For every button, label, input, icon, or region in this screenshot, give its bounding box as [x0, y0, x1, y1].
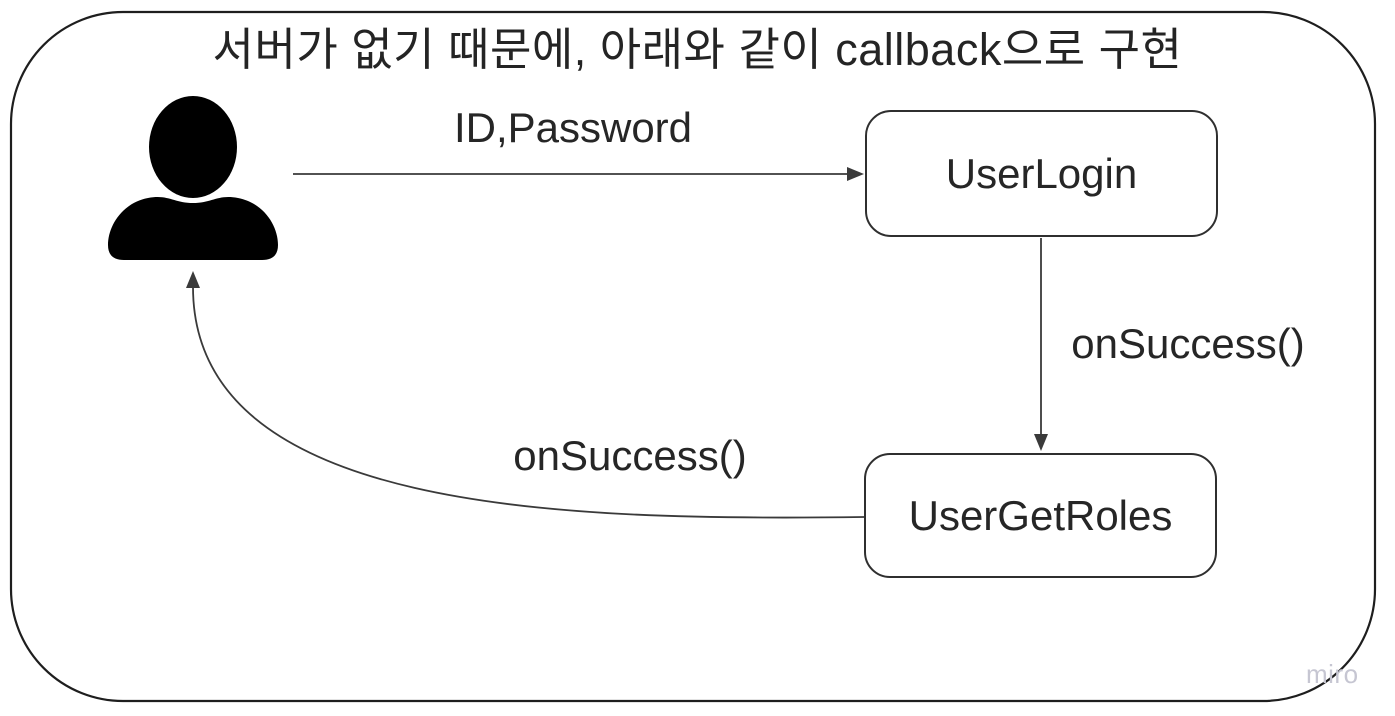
miro-watermark: miro — [1306, 659, 1359, 689]
arrow-id-password[interactable] — [293, 167, 864, 181]
node-user-get-roles[interactable]: UserGetRoles — [864, 453, 1217, 578]
diagram-title: 서버가 없기 때문에, 아래와 같이 callback으로 구현 — [212, 24, 1183, 75]
edge-label-onsuccess-return: onSuccess() — [513, 432, 747, 479]
arrow-onsuccess-return[interactable] — [186, 271, 865, 519]
node-user-login-label: UserLogin — [945, 149, 1138, 197]
arrow-onsuccess-down[interactable] — [1034, 238, 1048, 451]
node-user-get-roles-label: UserGetRoles — [908, 491, 1173, 539]
outer-frame[interactable] — [9, 10, 1377, 703]
node-user-login[interactable]: UserLogin — [865, 110, 1218, 237]
person-icon[interactable] — [108, 96, 278, 260]
edge-label-onsuccess-down: onSuccess() — [1071, 320, 1305, 367]
edge-label-id-password: ID,Password — [453, 104, 693, 151]
